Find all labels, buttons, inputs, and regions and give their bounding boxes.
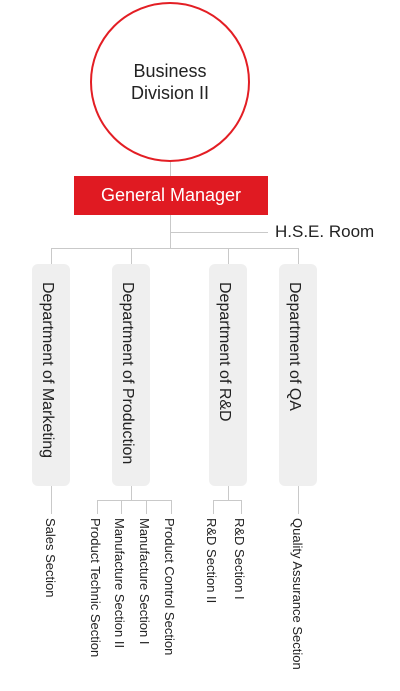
department-qa-node: Department of QA <box>279 264 317 486</box>
department-production-node: Department of Production <box>112 264 150 486</box>
general-manager-label: General Manager <box>100 185 242 205</box>
business-division-node: Business Division II <box>90 2 250 162</box>
department-rd-node: Department of R&D <box>209 264 247 486</box>
section-product-technic: Product Technic Section <box>88 518 103 658</box>
connector-rd-s2 <box>241 500 242 514</box>
department-production-label: Department of Production <box>119 282 136 465</box>
department-qa-label: Department of QA <box>286 282 303 411</box>
section-rd-2: R&D Section II <box>204 518 219 604</box>
section-rd-1: R&D Section I <box>232 518 247 600</box>
connector-rd-s1 <box>213 500 214 514</box>
connector-production-s4 <box>171 500 172 514</box>
connector-gm-down <box>170 215 171 248</box>
connector-dept-production <box>131 248 132 264</box>
section-manufacture-2: Manufacture Section II <box>112 518 127 649</box>
section-manufacture-1: Manufacture Section I <box>137 518 152 645</box>
connector-production-s1 <box>97 500 98 514</box>
connector-production-bus <box>97 500 172 501</box>
section-product-control: Product Control Section <box>162 518 177 656</box>
connector-dept-rd <box>228 248 229 264</box>
business-division-line1: Business <box>133 61 207 81</box>
hse-room-label: H.S.E. Room <box>275 222 375 241</box>
connector-marketing-sections <box>51 486 52 514</box>
section-sales: Sales Section <box>43 518 58 598</box>
department-marketing-node: Department of Marketing <box>32 264 70 486</box>
department-marketing-label: Department of Marketing <box>39 282 56 459</box>
business-division-label: Business Division II <box>115 60 225 104</box>
section-quality-assurance: Quality Assurance Section <box>290 518 305 670</box>
connector-dept-qa <box>298 248 299 264</box>
connector-rd-bus <box>213 500 242 501</box>
connector-rd-down <box>228 486 229 500</box>
connector-production-s2 <box>121 500 122 514</box>
connector-production-down <box>131 486 132 500</box>
general-manager-node: General Manager <box>74 176 268 215</box>
connector-qa-sections <box>298 486 299 514</box>
connector-production-s3 <box>146 500 147 514</box>
connector-hse <box>170 232 268 233</box>
department-rd-label: Department of R&D <box>216 282 233 422</box>
connector-circle-gm <box>170 162 171 176</box>
connector-dept-marketing <box>51 248 52 264</box>
business-division-line2: Division II <box>130 83 210 103</box>
connector-dept-bus <box>51 248 299 249</box>
